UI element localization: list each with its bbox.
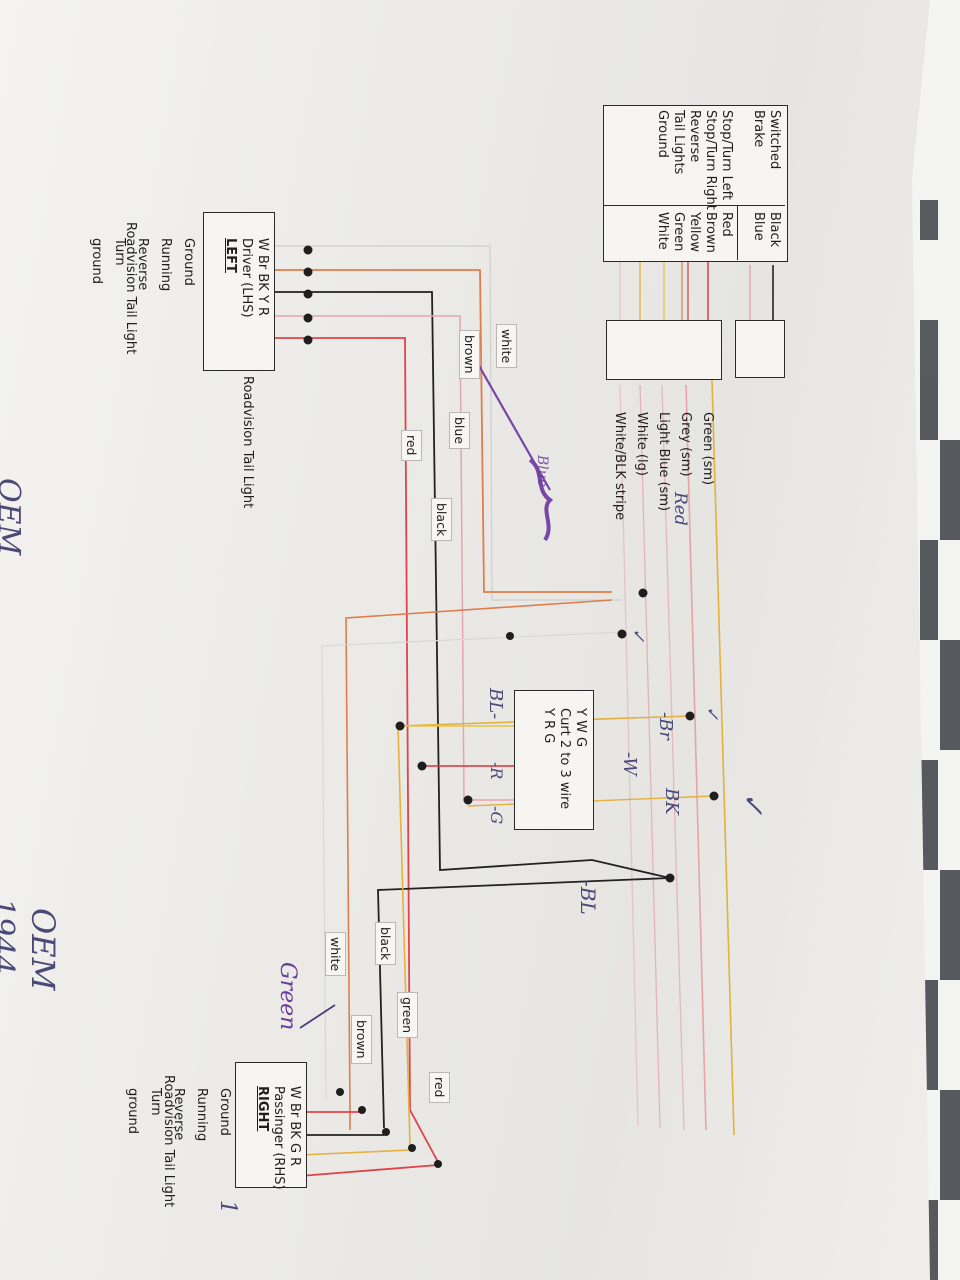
- hand-bl-conv: BL-: [485, 688, 506, 720]
- tag-black-left: black: [431, 498, 452, 542]
- left-tail-light-box: [203, 212, 275, 371]
- tag-red-right: red: [429, 1072, 450, 1103]
- pen-scribble: [528, 458, 554, 542]
- left-light-functions: Ground Running Reverse Turn ground: [89, 238, 196, 292]
- hand-red: Red: [670, 492, 690, 526]
- tag-white-right: white: [325, 932, 346, 977]
- hand-check-2: ✓: [702, 706, 722, 721]
- tag-black-right: black: [375, 922, 396, 966]
- hand-oem-bottom: OEM: [24, 908, 62, 991]
- oem-wire-list: Green (sm)Grey (sm) Light Blue (sm)White…: [612, 412, 715, 521]
- tag-brown-left: brown: [459, 330, 480, 379]
- right-light-label: W Br BK G R Passinger (RHS) RIGHT: [255, 1086, 302, 1190]
- left-light-label: W Br BK Y R Driver (LHS) LEFT: [223, 238, 270, 318]
- hand-check-3: ✓: [737, 792, 770, 816]
- connector-block-small: [735, 320, 785, 378]
- left-light-caption-bottom: Roadvision Tail Light: [123, 222, 138, 355]
- curt-converter-box: [514, 690, 594, 830]
- hand-scribble: Blue: [534, 455, 550, 488]
- tag-brown-right: brown: [351, 1015, 372, 1064]
- tag-red-left: red: [401, 430, 422, 461]
- hand-br: -Br: [655, 712, 676, 740]
- connector-table: [603, 105, 788, 262]
- tag-green-right: green: [397, 992, 418, 1039]
- hand-w: -W: [619, 752, 640, 776]
- checker-pattern: [920, 200, 960, 1280]
- hand-r: -R: [487, 762, 506, 780]
- left-light-caption-side: Roadvision Tail Light: [240, 376, 255, 509]
- hand-one: 1: [215, 1200, 240, 1214]
- converter-label: Y W G Curt 2 to 3 wire Y R G: [541, 708, 588, 810]
- hand-green: Green: [275, 962, 300, 1031]
- connector-block-large: [606, 320, 722, 380]
- hand-number: 1944: [0, 898, 20, 975]
- hand-check-1: ✓: [628, 628, 648, 643]
- right-tail-light-box: [235, 1062, 307, 1188]
- hand-oem-top: OEM: [0, 478, 26, 556]
- right-light-caption: Roadvision Tail Light: [161, 1075, 176, 1208]
- hand-bk: BK: [661, 788, 682, 815]
- hand-bl-mid: -BL: [576, 880, 600, 915]
- tag-blue: blue: [449, 412, 470, 450]
- tag-white-left: white: [496, 324, 517, 369]
- hand-g: -G: [487, 806, 506, 825]
